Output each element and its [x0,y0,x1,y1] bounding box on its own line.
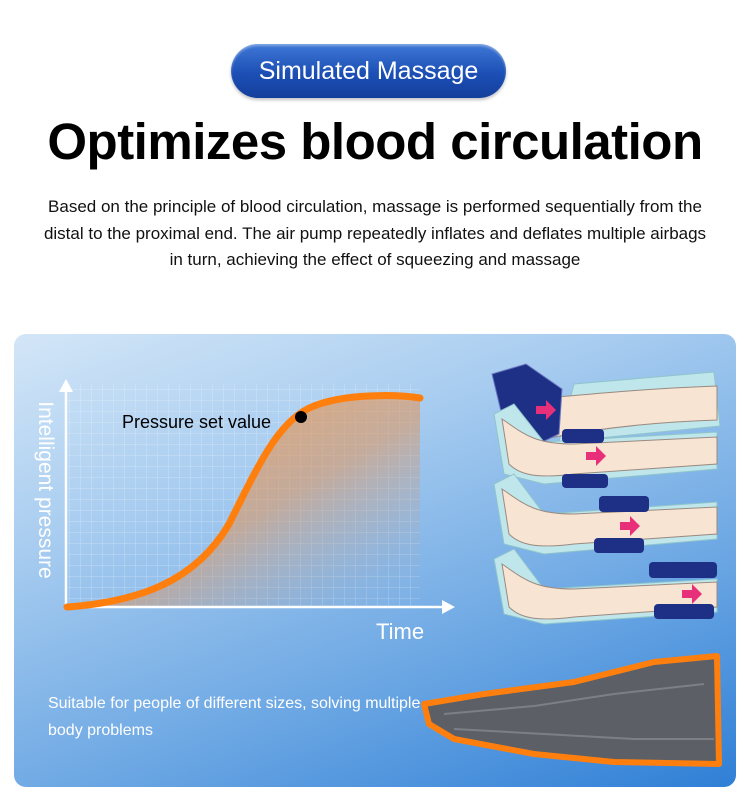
x-axis-arrow [442,600,455,614]
leg-stage-4 [493,548,718,625]
leg-stage-2 [493,403,718,488]
leg-stage-1 [491,363,721,447]
y-axis-arrow [59,379,73,392]
x-axis-label: Time [376,619,425,644]
page-title: Optimizes blood circulation [47,113,703,170]
leg-stage-3 [493,473,718,555]
pressure-curve [63,392,424,611]
y-axis-label: Intelligent pressure [34,401,57,579]
leg-sleeve-device [421,653,722,767]
simulated-massage-badge: Simulated Massage [231,44,506,98]
suitable-text: Suitable for people of different sizes, … [48,695,421,739]
pressure-chart [59,363,722,767]
description-text: Based on the principle of blood circulat… [43,197,707,269]
pressure-set-point [295,411,307,423]
pressure-set-value-label: Pressure set value [122,412,272,432]
leg-sequence-illustration [491,363,721,625]
info-panel: Intelligent pressure Time Pressure set v… [14,334,736,787]
